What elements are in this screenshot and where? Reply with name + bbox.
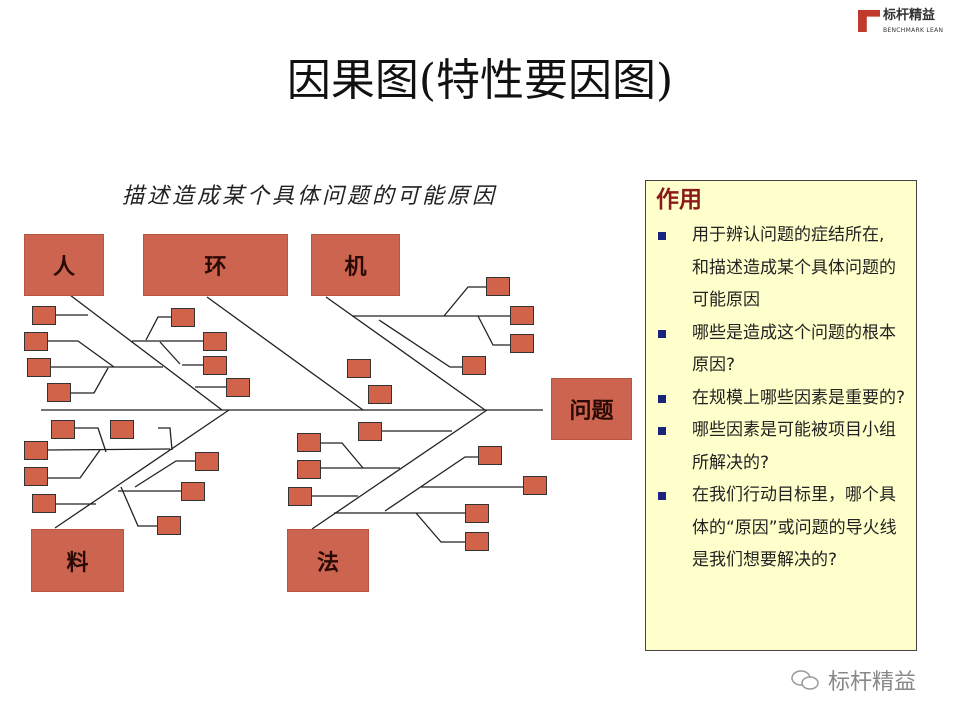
cause-box: [195, 452, 219, 471]
bone-material: [54, 409, 230, 529]
list-item: 哪些是造成这个问题的根本原因?: [656, 317, 906, 382]
list-item-text: 哪些是造成这个问题的根本原因?: [692, 322, 896, 376]
list-item-text: 在我们行动目标里，哪个具体的“原因”或问题的导火线是我们想要解决的?: [692, 485, 897, 570]
list-item: 用于辨认问题的症结所在, 和描述造成某个具体问题的可能原因: [656, 219, 906, 317]
purpose-list: 用于辨认问题的症结所在, 和描述造成某个具体问题的可能原因 哪些是造成这个问题的…: [656, 219, 906, 577]
cause-box: [51, 420, 75, 439]
list-item-text: 用于辨认问题的症结所在, 和描述造成某个具体问题的可能原因: [692, 225, 896, 310]
category-box-people: 人: [24, 234, 104, 296]
cause-box: [358, 422, 382, 441]
effect-box-problem: 问题: [551, 378, 632, 440]
cause-box: [510, 334, 534, 353]
cause-box: [110, 420, 134, 439]
cause-box: [32, 306, 56, 325]
bullet-square-icon: [658, 492, 666, 500]
cause-box: [24, 332, 48, 351]
bullet-square-icon: [658, 329, 666, 338]
bone-people: [65, 291, 223, 411]
cause-box: [523, 476, 547, 495]
panel-heading: 作用: [656, 187, 702, 213]
sub-branches: [46, 286, 523, 543]
brand-logo: 标杆精益 BENCHMARK LEAN: [858, 4, 958, 38]
cause-box: [297, 433, 321, 452]
cause-box: [347, 359, 371, 378]
watermark: 标杆精益: [790, 664, 916, 696]
cause-box: [486, 277, 510, 296]
cause-box: [226, 378, 250, 397]
logo-text-cn: 标杆精益: [883, 7, 936, 23]
logo-text-en: BENCHMARK LEAN: [883, 26, 944, 34]
category-box-material: 料: [31, 529, 124, 592]
cause-box: [288, 487, 312, 506]
cause-box: [203, 332, 227, 351]
diagram-subtitle: 描述造成某个具体问题的可能原因: [122, 184, 498, 209]
cause-box: [27, 358, 51, 377]
watermark-text: 标杆精益: [828, 670, 917, 695]
bullet-square-icon: [658, 427, 666, 435]
cause-box: [462, 356, 486, 375]
cause-box: [24, 467, 48, 486]
cause-box: [171, 308, 195, 327]
category-box-environment: 环: [143, 234, 288, 296]
purpose-panel: 作用 用于辨认问题的症结所在, 和描述造成某个具体问题的可能原因 哪些是造成这个…: [645, 180, 917, 651]
bone-method: [311, 409, 488, 530]
cause-box: [157, 516, 181, 535]
slide-title: 因果图(特性要因图): [286, 55, 674, 106]
bullet-square-icon: [658, 394, 666, 403]
cause-box: [478, 446, 502, 465]
logo-text: 标杆精益 BENCHMARK LEAN: [883, 8, 943, 35]
cause-box: [181, 482, 205, 501]
list-item-text: 哪些因素是可能被项目小组所解决的?: [692, 420, 896, 473]
cause-box: [510, 306, 534, 325]
bone-machine: [325, 296, 486, 411]
cause-box: [32, 494, 56, 513]
bullet-square-icon: [658, 232, 666, 240]
cause-box: [368, 385, 392, 404]
list-item: 在规模上哪些因素是重要的?: [656, 382, 906, 415]
category-box-method: 法: [287, 529, 369, 592]
cause-box: [24, 441, 48, 460]
cause-box: [47, 383, 71, 402]
wechat-icon: [791, 670, 819, 690]
cause-box: [465, 504, 489, 523]
category-box-machine: 机: [311, 234, 400, 296]
list-item: 哪些因素是可能被项目小组所解决的?: [656, 414, 906, 479]
cause-box: [465, 532, 489, 551]
list-item-text: 在规模上哪些因素是重要的?: [692, 387, 906, 408]
list-item: 在我们行动目标里，哪个具体的“原因”或问题的导火线是我们想要解决的?: [656, 479, 906, 577]
bone-environment: [206, 296, 364, 411]
cause-box: [297, 460, 321, 479]
cause-box: [203, 356, 227, 375]
